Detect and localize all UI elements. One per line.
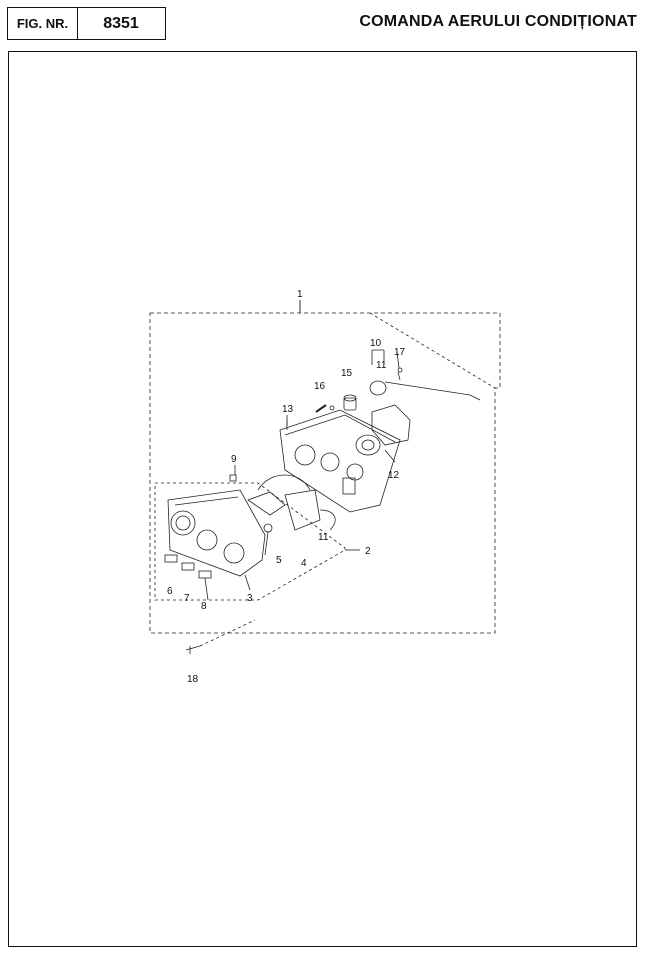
callout-12: 12 <box>388 470 400 481</box>
switch-parts <box>315 394 357 413</box>
callout-8: 8 <box>201 601 207 612</box>
drawing-frame <box>8 51 637 947</box>
callout-11-bottom: 11 <box>318 532 329 543</box>
callout-5: 5 <box>276 555 282 566</box>
rear-housing <box>279 409 401 513</box>
callout-6: 6 <box>167 586 173 597</box>
callout-9: 9 <box>231 454 237 465</box>
callout-15: 15 <box>341 368 353 379</box>
callout-4: 4 <box>301 558 307 569</box>
control-cable <box>369 349 481 401</box>
callout-18: 18 <box>187 674 199 685</box>
callout-3: 3 <box>247 593 253 604</box>
spring-part <box>263 523 273 533</box>
fig-number: 8351 <box>77 7 166 40</box>
callout-13: 13 <box>282 404 294 415</box>
callout-2: 2 <box>365 546 371 557</box>
assembly-boundary <box>149 312 501 634</box>
page-title: COMANDA AERULUI CONDIȚIONAT <box>359 13 637 30</box>
callout-1: 1 <box>297 289 303 300</box>
callout-7: 7 <box>184 593 190 604</box>
subgroup-boundary <box>154 482 346 601</box>
actuator-bracket <box>247 474 336 531</box>
knob-assembly <box>355 404 411 456</box>
front-panel <box>167 489 266 577</box>
fig-label: FIG. NR. <box>7 7 78 40</box>
clip-part <box>229 474 237 482</box>
callout-labels: 1 2 3 4 5 6 7 8 9 10 11 11 12 13 15 16 1… <box>167 289 406 685</box>
callout-17: 17 <box>394 347 406 358</box>
callout-10: 10 <box>370 338 382 349</box>
callout-11-top: 11 <box>376 360 387 371</box>
slider-buttons <box>164 554 212 579</box>
callout-16: 16 <box>314 381 326 392</box>
mounting-screw <box>185 619 256 654</box>
